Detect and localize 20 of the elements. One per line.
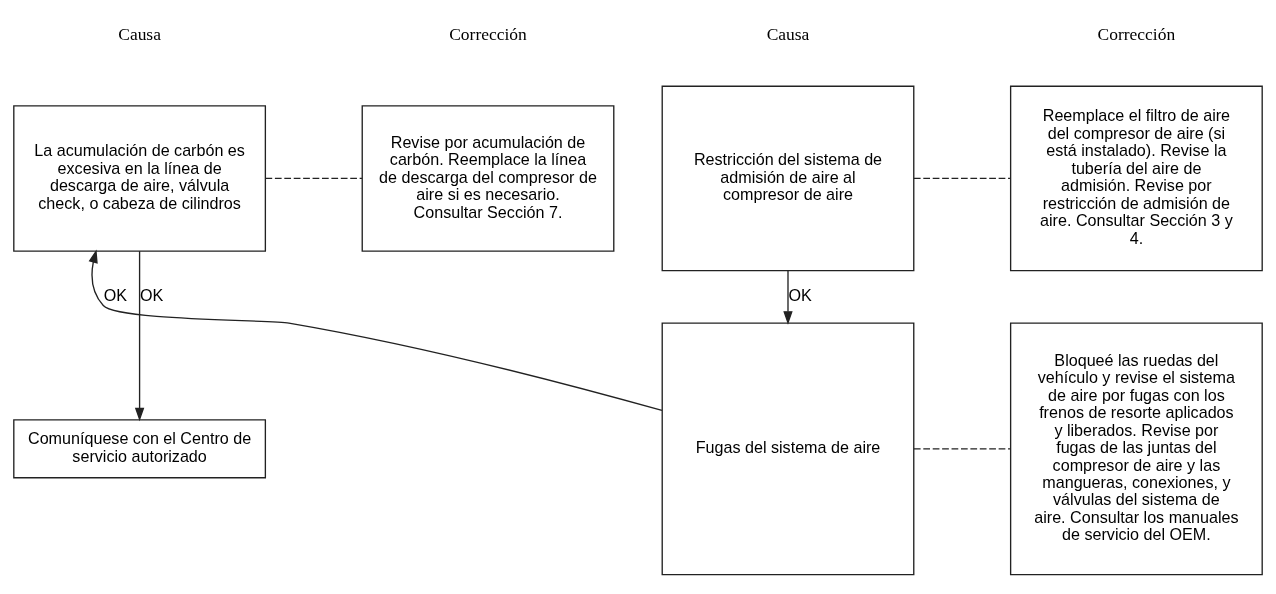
node-box: Revise por acumulación de carbón. Reemplace la línea de descarga del compresor de aire si es necesario. Consultar Sección 7.	[361, 104, 615, 252]
connector	[913, 447, 1012, 449]
edge-label: OK	[788, 285, 812, 304]
label: Corrección	[449, 23, 527, 44]
arrow	[134, 250, 145, 421]
arrow	[783, 269, 793, 325]
label: Causa	[118, 23, 161, 44]
edge-label: OK	[140, 285, 164, 304]
connector	[913, 177, 1012, 179]
node-box: La acumulación de carbón es excesiva en la línea de descarga de aire, válvula check, o cabeza de cilindros	[13, 104, 267, 252]
node-box: Bloqueé las ruedas del vehículo y revise el sistema de aire por fugas con los frenos de resorte aplicados y liberados. Revise por fugas de las juntas del compresor de aire y las mangueras, conexiones, y válvulas del sistema de aire. Consultar los manuales de servicio del OEM.	[1009, 321, 1263, 575]
arrow	[88, 248, 663, 411]
node-box: Comuníquese con el Centro de servicio autorizado	[13, 418, 267, 478]
label: Causa	[766, 23, 810, 44]
node-box: Restricción del sistema de admisión de aire al compresor de aire	[661, 85, 915, 271]
label: Corrección	[1097, 23, 1176, 44]
edge-label: OK	[103, 285, 128, 304]
node-box: Fugas del sistema de aire	[661, 321, 915, 575]
node-box: Reemplace el filtro de aire del compresor de aire (si está instalado). Revise la tubería del aire de admisión. Revise por restricción de admisión de aire. Consultar Sección 3 y 4.	[1009, 85, 1263, 271]
connector	[264, 177, 363, 179]
